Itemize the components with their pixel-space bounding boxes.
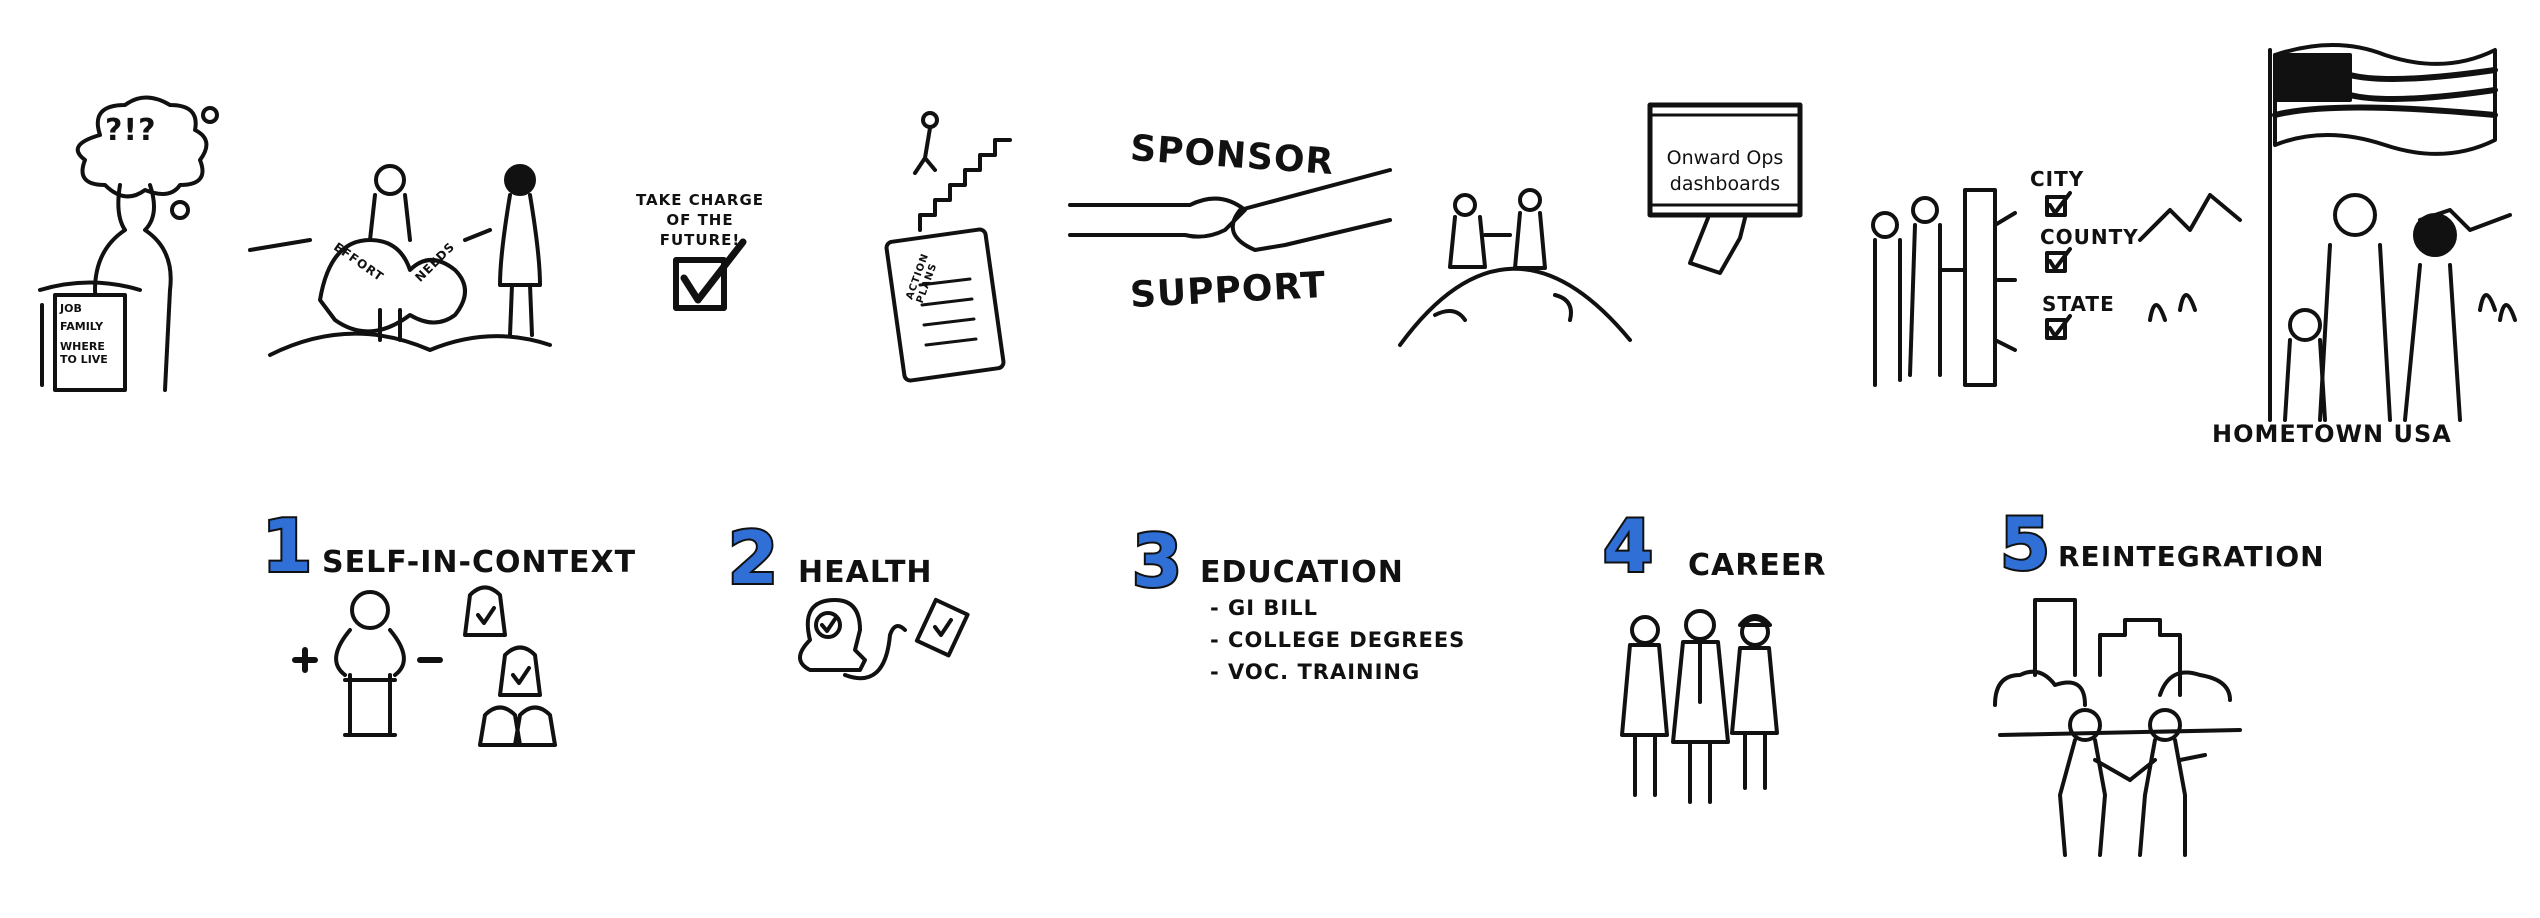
bag-label-family: Family: [60, 320, 104, 333]
thought-text: ?!?: [105, 113, 157, 148]
stairs-clipboard-icon: [884, 111, 1012, 383]
health-checkup-icon: [798, 597, 970, 681]
step-number: 2: [726, 516, 780, 600]
level-city: City: [2030, 167, 2085, 191]
step-title: Career: [1688, 548, 1827, 583]
education-item: - GI Bill: [1210, 596, 1318, 620]
monitor-screen-line1: Onward Ops: [1666, 147, 1784, 169]
monitor-screen-line2: dashboards: [1669, 173, 1781, 195]
education-item: - Voc. Training: [1210, 660, 1421, 684]
step-title: Health: [798, 555, 933, 590]
step-title: Education: [1200, 555, 1404, 590]
step-title: Self-in-Context: [322, 545, 637, 580]
take-charge-text: Take charge of the future!: [635, 191, 765, 249]
step-number: 3: [1130, 519, 1184, 603]
checkbox-checked-icon: [673, 238, 747, 311]
support-text: Support: [1129, 264, 1328, 317]
professionals-icon: [1620, 609, 1779, 804]
thinking-person-icon: [38, 95, 219, 392]
step-number: 1: [260, 504, 314, 588]
education-item: - College Degrees: [1210, 628, 1466, 652]
level-county: County: [2040, 225, 2139, 249]
hometown-caption: Hometown USA: [2212, 420, 2452, 448]
level-checkboxes-icon: [2045, 191, 2072, 340]
step-number: 5: [1998, 502, 2052, 586]
globe-people-icon: [1398, 188, 1632, 347]
monitor-icon: [1647, 102, 1803, 275]
handshake-icon: [1068, 168, 1392, 252]
community-handshake-icon: [1993, 598, 2242, 857]
step-number: 4: [1601, 504, 1655, 588]
flag-family-icon: [2138, 43, 2517, 422]
level-state: State: [2042, 292, 2115, 316]
puzzle-people-icon: [248, 164, 552, 357]
step-title: Reintegration: [2058, 540, 2325, 573]
bag-label-where-to-live: Where to live: [60, 340, 108, 366]
bag-label-job: Job: [60, 302, 82, 315]
self-assessment-icon: [292, 585, 557, 747]
education-list: - GI Bill - College Degrees - Voc. Train…: [1210, 592, 1465, 688]
door-people-icon: [1871, 188, 2017, 387]
